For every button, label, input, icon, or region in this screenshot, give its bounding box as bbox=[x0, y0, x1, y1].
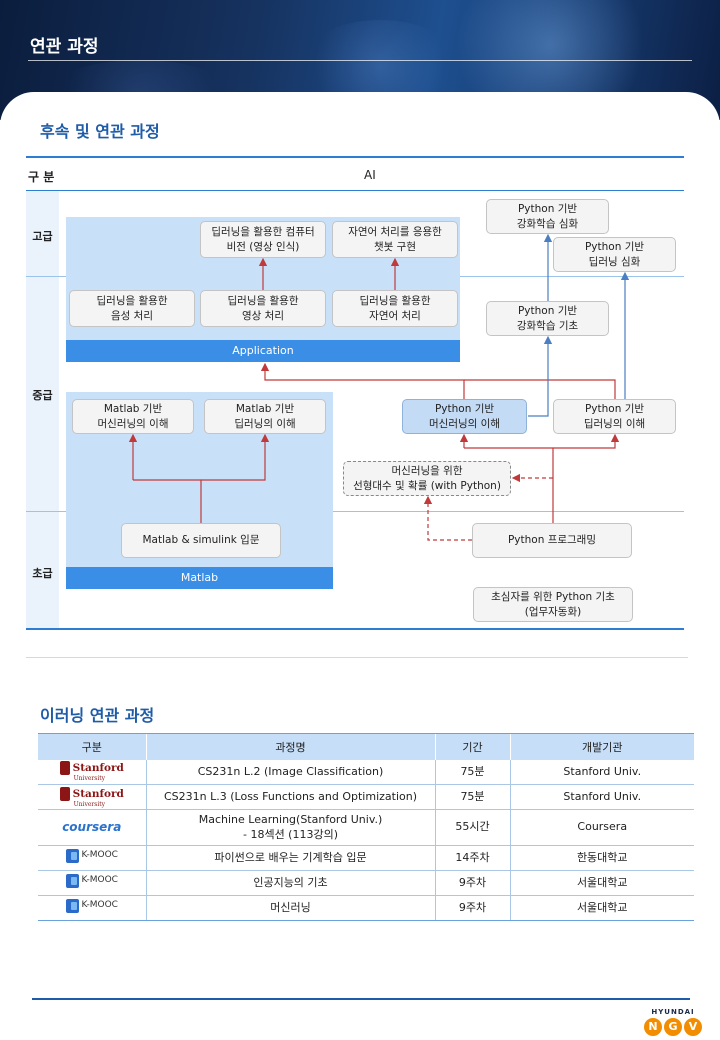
course-period: 55시간 bbox=[434, 809, 510, 846]
table-row[interactable]: coursera Machine Learning(Stanford Univ.… bbox=[38, 809, 694, 846]
hyundai-ngv-logo-icon: HYUNDAI N G V bbox=[644, 1008, 702, 1036]
coursera-logo-icon: coursera bbox=[62, 819, 122, 834]
course-py-dl-advanced[interactable]: Python 기반 딥러닝 심화 bbox=[553, 237, 676, 272]
course-name: CS231n L.2 (Image Classification) bbox=[145, 759, 435, 785]
level-intermediate: 중급 bbox=[32, 389, 53, 402]
kmooc-logo-icon: K-MOOC bbox=[65, 848, 118, 863]
course-org: Coursera bbox=[509, 809, 694, 846]
course-period: 14주차 bbox=[434, 845, 510, 871]
course-py-beginner[interactable]: 초심자를 위한 Python 기초 (업무자동화) bbox=[473, 587, 633, 622]
course-py-dl[interactable]: Python 기반 딥러닝의 이해 bbox=[553, 399, 676, 434]
header-banner: 연관 과정 bbox=[0, 0, 720, 120]
level-column bbox=[26, 191, 59, 628]
course-name: CS231n L.3 (Loss Functions and Optimizat… bbox=[145, 784, 435, 810]
matlab-bar: Matlab bbox=[66, 567, 333, 589]
course-py-rl-basic[interactable]: Python 기반 강화학습 기초 bbox=[486, 301, 609, 336]
diagram-header-divider bbox=[26, 190, 684, 191]
table-row[interactable]: K-MOOC 인공지능의 기초 9주차 서울대학교 bbox=[38, 870, 694, 896]
col-header-period: 기간 bbox=[434, 733, 510, 760]
course-dl-vision[interactable]: 딥러닝을 활용한 컴퓨터 비전 (영상 인식) bbox=[200, 221, 326, 258]
course-name: 머신러닝 bbox=[145, 895, 435, 921]
table-row[interactable]: K-MOOC 파이썬으로 배우는 기계학습 입문 14주차 한동대학교 bbox=[38, 845, 694, 871]
table-header-row: 구분 과정명 기간 개발기관 bbox=[38, 733, 694, 760]
course-linear-algebra[interactable]: 머신러닝을 위한 선형대수 및 확률 (with Python) bbox=[343, 461, 511, 496]
course-dl-nlp[interactable]: 딥러닝을 활용한 자연어 처리 bbox=[332, 290, 458, 327]
course-period: 9주차 bbox=[434, 870, 510, 896]
course-org: Stanford Univ. bbox=[509, 759, 694, 785]
course-org: 서울대학교 bbox=[509, 870, 694, 896]
footer-divider bbox=[32, 998, 690, 1000]
kmooc-logo-icon: K-MOOC bbox=[65, 873, 118, 888]
kmooc-logo-icon: K-MOOC bbox=[65, 898, 118, 913]
course-name: 인공지능의 기초 bbox=[145, 870, 435, 896]
course-matlab-intro[interactable]: Matlab & simulink 입문 bbox=[121, 523, 281, 558]
course-period: 9주차 bbox=[434, 895, 510, 921]
diagram-header-label: 구 분 bbox=[28, 170, 55, 184]
diagram-header-ai: AI bbox=[364, 168, 376, 182]
table-row[interactable]: K-MOOC 머신러닝 9주차 서울대학교 bbox=[38, 895, 694, 921]
header-divider bbox=[28, 60, 692, 61]
page-title: 연관 과정 bbox=[30, 37, 99, 57]
course-period: 75분 bbox=[434, 784, 510, 810]
section-title-related: 후속 및 연관 과정 bbox=[40, 122, 160, 141]
course-name: 파이썬으로 배우는 기계학습 입문 bbox=[145, 845, 435, 871]
col-header-course: 과정명 bbox=[145, 733, 435, 760]
course-org: 서울대학교 bbox=[509, 895, 694, 921]
course-matlab-dl[interactable]: Matlab 기반 딥러닝의 이해 bbox=[204, 399, 326, 434]
course-dl-image[interactable]: 딥러닝을 활용한 영상 처리 bbox=[200, 290, 326, 327]
course-org: Stanford Univ. bbox=[509, 784, 694, 810]
course-py-rl-advanced[interactable]: Python 기반 강화학습 심화 bbox=[486, 199, 609, 234]
course-period: 75분 bbox=[434, 759, 510, 785]
course-nlp-chatbot[interactable]: 자연어 처리를 응용한 챗봇 구현 bbox=[332, 221, 458, 258]
course-py-ml[interactable]: Python 기반 머신러닝의 이해 bbox=[402, 399, 527, 434]
course-matlab-ml[interactable]: Matlab 기반 머신러닝의 이해 bbox=[72, 399, 194, 434]
col-header-org: 개발기관 bbox=[509, 733, 694, 760]
diagram-top-border bbox=[26, 156, 684, 158]
level-beginner: 초급 bbox=[32, 567, 53, 580]
level-advanced: 고급 bbox=[32, 230, 53, 243]
section-separator bbox=[26, 657, 688, 658]
section-title-elearning: 이러닝 연관 과정 bbox=[40, 706, 155, 725]
course-dl-speech[interactable]: 딥러닝을 활용한 음성 처리 bbox=[69, 290, 195, 327]
diagram-bottom-border bbox=[26, 628, 684, 630]
level-divider bbox=[26, 511, 684, 512]
col-header-category: 구분 bbox=[38, 733, 146, 760]
course-py-programming[interactable]: Python 프로그래밍 bbox=[472, 523, 632, 558]
course-name: Machine Learning(Stanford Univ.) - 18섹션 … bbox=[145, 809, 435, 846]
application-bar: Application bbox=[66, 340, 460, 362]
course-org: 한동대학교 bbox=[509, 845, 694, 871]
